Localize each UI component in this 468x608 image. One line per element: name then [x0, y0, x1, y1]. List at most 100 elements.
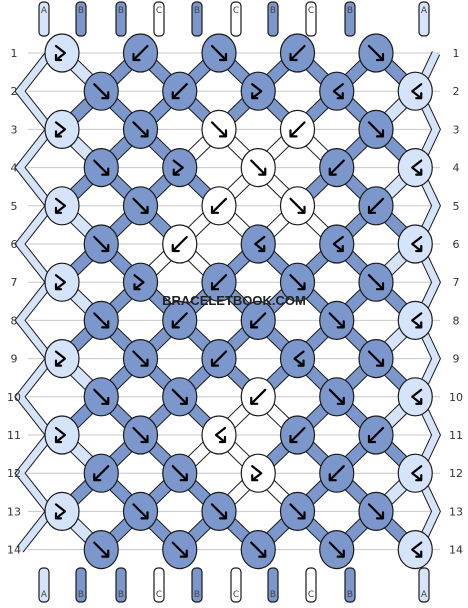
bottom-strand-end [115, 567, 127, 603]
knot-circle [44, 339, 80, 379]
knot-arrow-icon [332, 235, 344, 253]
knot [319, 300, 355, 340]
knot [122, 415, 159, 455]
knot [397, 148, 433, 188]
knot-circle [44, 186, 80, 226]
knot [83, 453, 119, 493]
top-strand-end [305, 1, 317, 37]
knot [319, 71, 355, 111]
knot [83, 224, 119, 264]
bottom-strand-label: C [233, 590, 239, 600]
knot-arrow-icon [328, 312, 345, 329]
row-number-left: 10 [7, 391, 21, 404]
knot-arrow-icon [411, 465, 423, 482]
knot-arrow-icon [132, 350, 149, 367]
knot-arrow-icon [411, 541, 423, 558]
knot [162, 377, 198, 417]
bottom-strand-end [267, 567, 279, 603]
left-edge-thread [15, 50, 55, 552]
knot-circle [397, 453, 433, 493]
knot-arrow-icon [54, 197, 67, 214]
knot-arrow-icon [93, 83, 110, 100]
top-strand-label: B [347, 6, 353, 16]
watermark: BRACELETBOOK.COM [162, 293, 306, 308]
knot [44, 186, 80, 226]
knot-circle [397, 529, 433, 570]
knot [358, 109, 394, 149]
top-strand-end [191, 1, 203, 37]
knot-arrow-icon [54, 44, 67, 62]
knot [122, 109, 159, 149]
row-number-right: 4 [453, 162, 460, 175]
knot [162, 224, 198, 264]
knot [122, 186, 159, 226]
knot-circle [240, 71, 276, 111]
top-strand-end [153, 1, 165, 37]
knot-arrow-icon [367, 426, 385, 444]
row-number-right: 8 [453, 314, 460, 327]
knot [201, 415, 237, 455]
knot-arrow-icon [132, 44, 149, 62]
row-number-left: 2 [11, 85, 18, 98]
knot-arrow-icon [250, 312, 267, 329]
knot-circle [319, 71, 355, 111]
bottom-strand-end [153, 567, 165, 603]
knot-arrow-icon [54, 121, 67, 138]
knot-arrow-icon [328, 465, 345, 482]
row-number-right: 2 [453, 85, 460, 98]
knot-arrow-icon [93, 388, 110, 405]
knot-arrow-icon [210, 197, 228, 214]
knot-arrow-icon [411, 83, 423, 100]
knot-arrow-icon [254, 235, 266, 253]
row-number-right: 10 [449, 391, 463, 404]
knot-arrow-icon [251, 83, 263, 100]
knot [162, 529, 198, 570]
knot-arrow-icon [328, 159, 345, 176]
row-number-left: 9 [11, 353, 18, 366]
knot [358, 262, 394, 302]
knot [44, 491, 80, 531]
knot-arrow-icon [289, 503, 306, 520]
knot-arrow-icon [293, 350, 305, 367]
knot [397, 529, 433, 570]
knot [44, 262, 80, 302]
knot-circle [397, 148, 433, 188]
knot-arrow-icon [171, 235, 188, 253]
knot-arrow-icon [328, 541, 345, 558]
knot-circle [44, 33, 80, 73]
knot-circle [44, 491, 80, 531]
knot-circle [44, 262, 80, 302]
knot [122, 339, 159, 379]
knot [83, 148, 119, 188]
top-strand-end [267, 1, 279, 37]
top-strand-label: C [233, 6, 239, 16]
knot [279, 415, 316, 455]
knot [122, 33, 159, 73]
knot [319, 377, 355, 417]
knot [240, 377, 276, 417]
knot-arrow-icon [289, 121, 306, 138]
bottom-strand-label: A [421, 590, 428, 600]
knot [201, 262, 237, 302]
knot-circle [240, 453, 276, 493]
knot-arrow-icon [171, 312, 188, 329]
knot [319, 529, 355, 570]
knot-arrow-icon [332, 83, 344, 100]
top-strand-label: B [78, 6, 84, 16]
bottom-strand-label: B [194, 590, 200, 600]
knot-arrow-icon [172, 159, 184, 176]
knot [240, 71, 276, 111]
top-strand-label: B [118, 6, 124, 16]
row-number-right: 7 [453, 276, 460, 289]
knot-arrow-icon [93, 465, 110, 482]
bottom-strand-label: B [78, 590, 84, 600]
knot [201, 491, 237, 531]
knot [240, 224, 276, 264]
knot-arrow-icon [132, 503, 149, 520]
top-strand-end [418, 1, 430, 37]
knot-circle [201, 415, 237, 455]
knot-circle [397, 224, 433, 264]
row-number-right: 11 [449, 429, 463, 442]
knot [397, 224, 433, 264]
bottom-strand-label: B [118, 590, 124, 600]
